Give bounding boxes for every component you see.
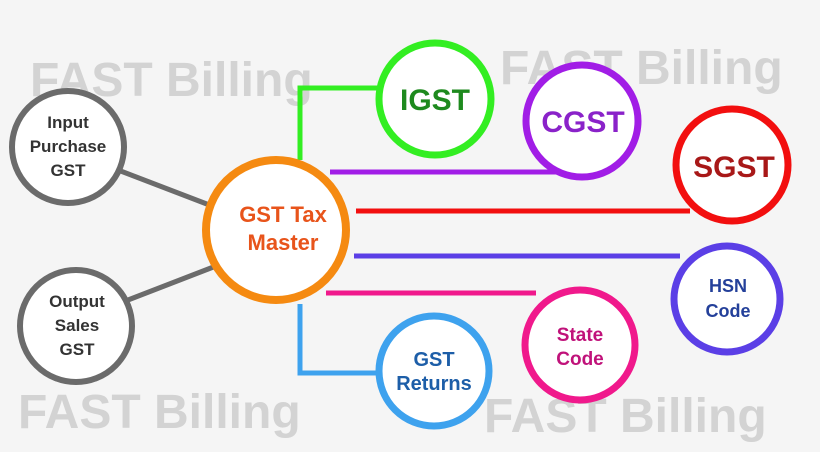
node-label-line: Returns (396, 373, 472, 395)
node-label-line: State (557, 325, 603, 346)
watermark-bottom-right: FAST Billing (484, 390, 767, 443)
node-input-purchase-gst: Input Purchase GST (9, 88, 127, 206)
node-label-line: GST (60, 340, 96, 359)
connector-input-purchase (117, 167, 213, 209)
connectors (117, 85, 690, 376)
node-circle (522, 61, 642, 181)
node-label-line: Purchase (30, 137, 107, 156)
node-circle (375, 39, 495, 159)
node-hsn-code: HSN Code (670, 242, 784, 356)
node-label-line: Sales (55, 316, 99, 335)
node-circle (17, 267, 135, 385)
connector-gst-returns (297, 304, 382, 376)
node-gst-returns: GST Returns (375, 312, 493, 430)
node-label-line: GST (413, 349, 454, 371)
node-label-line: IGST (400, 84, 470, 117)
node-state-code: State Code (521, 286, 639, 404)
node-circle (521, 286, 639, 404)
node-sgst: SGST (672, 105, 792, 225)
connector-output-sales (127, 263, 217, 303)
node-label-line: HSN (709, 276, 747, 296)
node-circle (670, 242, 784, 356)
node-output-sales-gst: Output Sales GST (17, 267, 135, 385)
node-label-line: Output (49, 292, 105, 311)
connector-igst (297, 85, 380, 160)
node-label-line: GST (51, 161, 87, 180)
node-label-line: Input (47, 113, 89, 132)
node-circle (672, 105, 792, 225)
node-label-line: Master (248, 230, 319, 255)
node-gst-tax-master: GST Tax Master (202, 156, 350, 304)
node-igst: IGST (375, 39, 495, 159)
node-label-line: SGST (693, 151, 775, 184)
node-label-line: Code (706, 301, 751, 321)
watermark-bottom-left: FAST Billing (18, 386, 301, 439)
node-circle (202, 156, 350, 304)
node-label-line: GST Tax (239, 202, 327, 227)
node-label-line: CGST (541, 106, 624, 139)
node-circle (375, 312, 493, 430)
node-label-line: Code (556, 349, 604, 370)
node-circle (9, 88, 127, 206)
node-cgst: CGST (522, 61, 642, 181)
